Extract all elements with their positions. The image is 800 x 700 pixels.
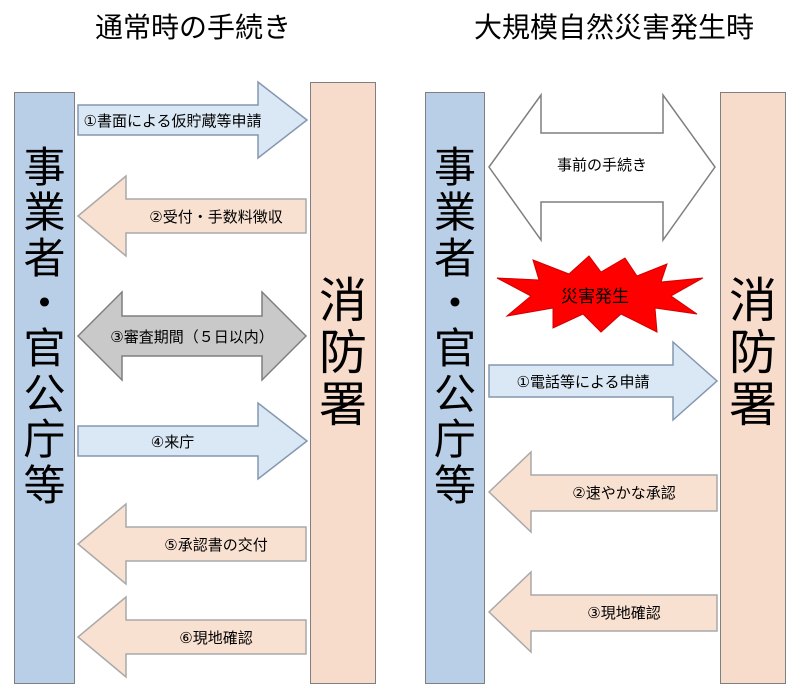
business-char: 庁 <box>23 415 66 465</box>
arrow-review-period: ③審査期間（５日以内） <box>76 290 308 382</box>
fire-dept-char: 防 <box>318 324 367 381</box>
disaster-procedure-title: 大規模自然災害発生時 <box>474 11 755 44</box>
arrow-phone-application: ①電話等による申請 <box>488 340 719 422</box>
business-char: 官 <box>23 324 66 374</box>
arrow-label: ②速やかな承認 <box>572 483 676 502</box>
business-char: 官 <box>433 324 476 374</box>
arrow-reception-fee: ②受付・手数料徴収 <box>76 174 307 258</box>
arrow-label: ④来庁 <box>150 432 195 451</box>
fire-dept-char: 署 <box>318 376 367 433</box>
arrow-written-application: ①書面による仮貯蔵等申請 <box>77 80 309 160</box>
business-char: 公 <box>433 369 476 419</box>
arrow-label: ①電話等による申請 <box>516 372 650 391</box>
business-char: 者 <box>23 233 66 283</box>
arrow-label: 事前の手続き <box>556 156 647 174</box>
business-char: 庁 <box>433 415 476 465</box>
right-fire-dept-pillar: 消 防 署 <box>720 92 786 684</box>
business-char: 者 <box>433 233 476 283</box>
business-char: 等 <box>433 460 476 510</box>
business-char: 事 <box>23 143 66 192</box>
arrow-label: ①書面による仮貯蔵等申請 <box>83 111 262 130</box>
fire-dept-char: 消 <box>728 273 777 329</box>
left-business-pillar: 事 業 者 ・ 官 公 庁 等 <box>14 92 75 684</box>
business-char: 業 <box>433 188 476 238</box>
disaster-label: 災害発生 <box>561 287 629 307</box>
business-char: 事 <box>433 143 476 192</box>
fire-dept-char: 防 <box>728 324 777 381</box>
arrow-prompt-approval: ②速やかな承認 <box>487 450 718 534</box>
arrow-label: ③現地確認 <box>587 603 661 622</box>
left-fire-dept-pillar: 消 防 署 <box>310 82 376 684</box>
arrow-label: ③審査期間（５日以内） <box>110 327 274 346</box>
business-char: 等 <box>23 460 66 510</box>
arrow-prior-procedure: 事前の手続き <box>488 92 716 243</box>
arrow-label: ⑤承認書の交付 <box>164 535 268 554</box>
arrow-issue-approval: ⑤承認書の交付 <box>76 502 307 586</box>
business-char: ・ <box>23 279 66 329</box>
right-business-pillar: 事 業 者 ・ 官 公 庁 等 <box>425 92 485 684</box>
business-char: 公 <box>23 369 66 419</box>
arrow-right-site-inspection: ③現地確認 <box>487 570 718 654</box>
business-char: 業 <box>23 188 66 238</box>
arrow-visit-office: ④来庁 <box>77 401 309 481</box>
arrow-label: ⑥現地確認 <box>179 628 253 647</box>
fire-dept-char: 消 <box>318 273 367 329</box>
fire-dept-char: 署 <box>728 376 777 433</box>
arrow-label: ②受付・手数料徴収 <box>149 207 283 226</box>
normal-procedure-title: 通常時の手続き <box>95 11 292 44</box>
disaster-burst: 災害発生 <box>496 255 704 334</box>
arrow-site-inspection: ⑥現地確認 <box>76 595 307 679</box>
business-char: ・ <box>433 279 476 329</box>
